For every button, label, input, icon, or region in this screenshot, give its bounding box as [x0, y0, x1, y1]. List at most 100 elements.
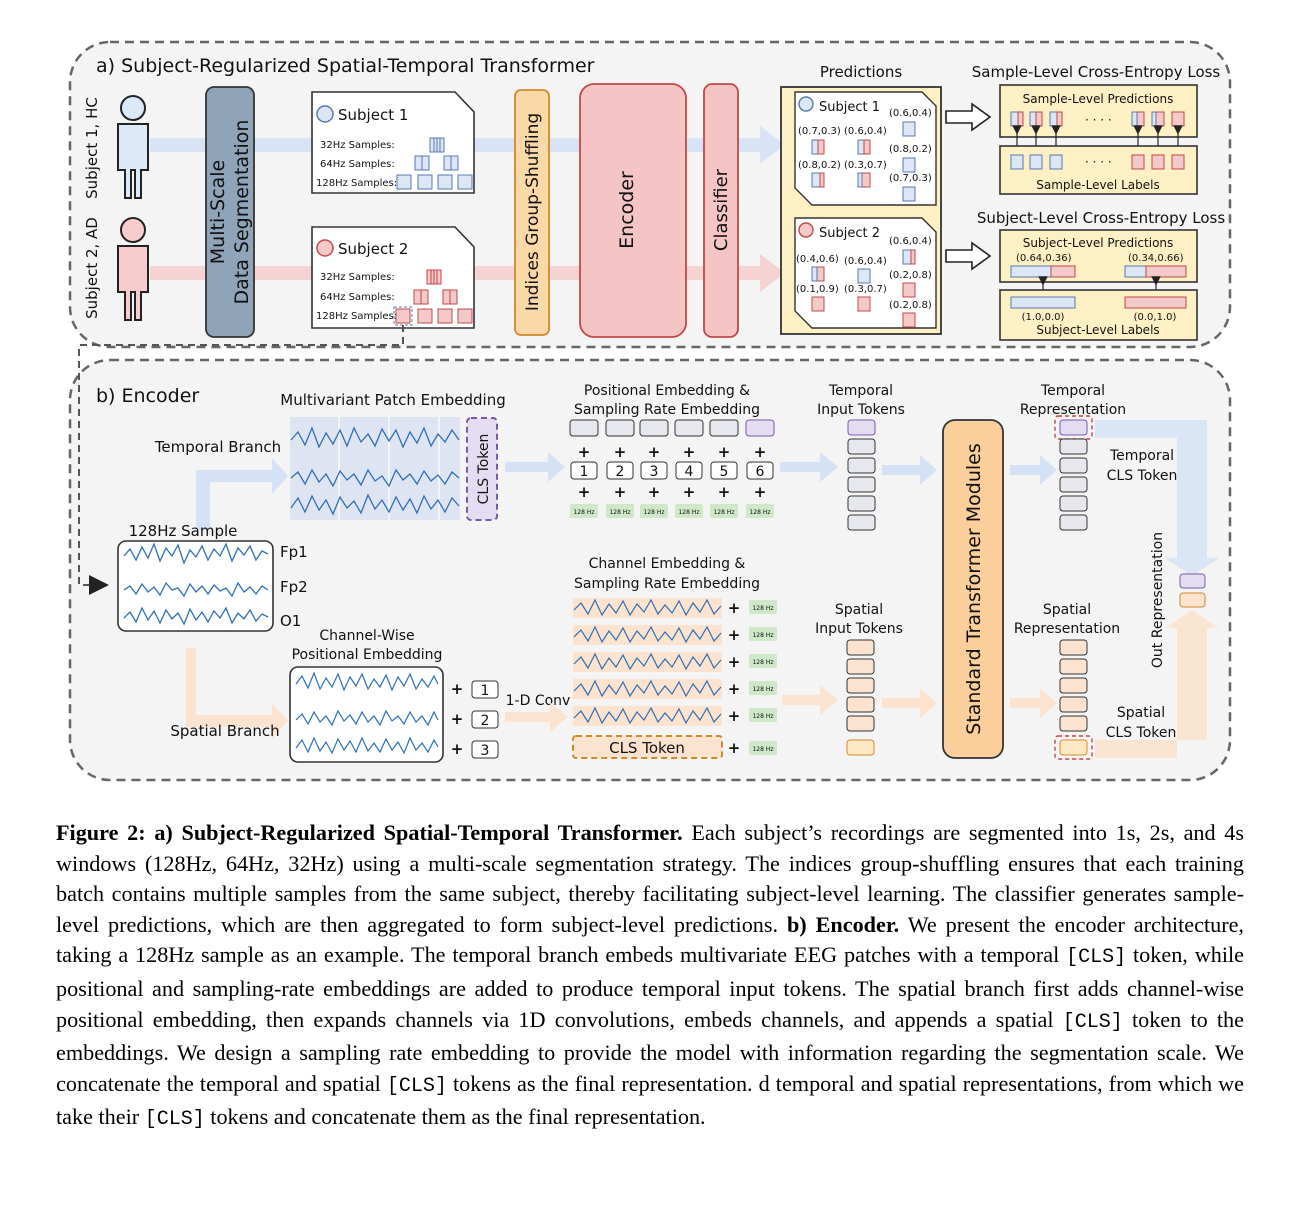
cls-token-spatial-label: CLS Token	[609, 739, 685, 757]
temporal-cls-label-1: Temporal	[1109, 448, 1174, 464]
doc2-128hz: 128Hz Samples:	[316, 311, 397, 322]
arrow-to-transformer-bottom	[882, 688, 937, 718]
rate-tag: 128 Hz	[752, 713, 773, 720]
caption-b-text-3: token to the embeddings. We design a sam…	[56, 1006, 1244, 1096]
pred-value: (0.3,0.7)	[844, 284, 887, 295]
doc1-128hz: 128Hz Samples:	[316, 178, 397, 189]
conv-label: 1-D Conv	[506, 693, 571, 709]
spatial-cls-label-2: CLS Token	[1106, 725, 1177, 741]
position-index: 5	[720, 464, 729, 480]
svg-text:+: +	[648, 483, 661, 501]
pred-value: (0.1,0.9)	[796, 284, 839, 295]
eeg-waveform	[123, 542, 269, 565]
temporal-cls-label-2: CLS Token	[1107, 468, 1178, 484]
user-icon	[316, 105, 334, 123]
pred-value: (0.7,0.3)	[798, 126, 841, 137]
pos-embedding-grid: ++++++ ++++++ 1 2 3 4 5 6 128 Hz 128 Hz …	[569, 419, 775, 518]
pos-emb-label-2: Sampling Rate Embedding	[574, 402, 760, 418]
caption-b-text-4: tokens as the final representation. d te…	[56, 1070, 1245, 1130]
out-representation-label: Out Representation	[1150, 532, 1166, 668]
classifier-label: Classifier	[711, 168, 732, 251]
pred-value: (0.3,0.7)	[844, 160, 887, 171]
channel-label: Fp2	[280, 578, 308, 596]
sample-loss-title: Sample-Level Cross-Entropy Loss	[972, 63, 1221, 81]
doc1-title: Subject 1	[338, 106, 408, 124]
channel-emb-label-1: Channel Embedding &	[589, 556, 746, 572]
svg-text:+: +	[578, 483, 591, 501]
temporal-input-label-1: Temporal	[828, 383, 893, 399]
rate-tag: 128 Hz	[752, 686, 773, 693]
pred-value: (0.2,0.8)	[889, 270, 932, 281]
subject2-side-label: Subject 2, AD	[83, 217, 101, 319]
spatial-cls-label-1: Spatial	[1117, 705, 1165, 721]
channel-pos-label-1: Channel-Wise	[319, 628, 414, 644]
out-token-temporal	[1179, 573, 1206, 589]
cls-token-temporal	[466, 417, 498, 521]
position-index: 3	[650, 464, 659, 480]
caption-b-text-5: tokens and concatenate them as the final…	[210, 1104, 706, 1130]
sample-labels-label: Sample-Level Labels	[1036, 178, 1159, 192]
svg-text:+: +	[728, 653, 741, 671]
cls-token-temporal-label: CLS Token	[476, 434, 492, 505]
channel-emb-label-2: Sampling Rate Embedding	[574, 576, 760, 592]
spatial-rep-label-1: Spatial	[1043, 602, 1091, 618]
caption-b-text-1: We present the encoder architecture, tak…	[56, 911, 1244, 968]
caption-cls-2: [CLS]	[1062, 1010, 1123, 1034]
subject-labels-label: Subject-Level Labels	[1036, 323, 1159, 337]
shuffling-label: Indices Group-Shuffling	[523, 113, 543, 311]
svg-text:+: +	[451, 680, 464, 698]
arrow-to-spatial-tokens	[782, 685, 838, 715]
svg-text:+: +	[718, 483, 731, 501]
out-arrow-spatial	[1095, 610, 1219, 758]
svg-text:+: +	[451, 740, 464, 758]
position-index: 2	[616, 464, 625, 480]
svg-text:+: +	[683, 483, 696, 501]
sample-label-cells: · · · ·	[1010, 154, 1185, 170]
channel-label: O1	[280, 612, 301, 630]
caption-a-text: Each subject’s recordings are segmented …	[56, 820, 1245, 937]
panel-a-title: a) Subject-Regularized Spatial-Temporal …	[96, 55, 595, 77]
sample-title: 128Hz Sample	[129, 522, 238, 540]
out-token-spatial	[1179, 592, 1206, 608]
channel-index: 1	[481, 683, 490, 699]
subject1-person-icon	[117, 95, 149, 199]
encoder-block	[579, 83, 687, 338]
prediction-card-subject2: Subject 2 (0.4,0.6) (0.6,0.4) (0.6,0.4) …	[794, 217, 937, 329]
channel-indices: +++	[451, 680, 464, 758]
figure-canvas: a) Subject-Regularized Spatial-Temporal …	[68, 40, 1232, 782]
arrow-to-transformer-top	[882, 455, 937, 485]
sample-link-dashed	[78, 325, 404, 595]
rate-tag: 128 Hz	[752, 605, 773, 612]
sample-predictions-label: Sample-Level Predictions	[1023, 92, 1174, 106]
shuffling-block	[514, 89, 550, 336]
subject2-person-icon	[117, 217, 149, 321]
rate-tag: 128 Hz	[678, 509, 699, 516]
spatial-branch-label: Spatial Branch	[170, 722, 279, 740]
pos-emb-label-1: Positional Embedding &	[584, 383, 750, 399]
svg-text:+: +	[728, 626, 741, 644]
subject-loss-title: Subject-Level Cross-Entropy Loss	[977, 209, 1226, 227]
pred-value: (0.7,0.3)	[889, 173, 932, 184]
eeg-waveform	[123, 581, 269, 598]
channel-pos-box	[289, 666, 444, 763]
temporal-rep-label-2: Representation	[1020, 402, 1126, 418]
patch-grid	[290, 417, 460, 520]
subject1-document: Subject 1 32Hz Samples: 64Hz Samples: 12…	[311, 91, 475, 194]
panel-b-title: b) Encoder	[96, 385, 199, 407]
arrow-to-temporal-tokens	[780, 452, 838, 482]
cls-token-spatial	[572, 735, 723, 759]
position-index: 6	[756, 464, 765, 480]
dots: · · · ·	[1085, 113, 1112, 127]
patch-embedding-label: Multivariant Patch Embedding	[280, 391, 505, 409]
spatial-branch-arrow	[186, 648, 288, 739]
rate-tag: 128 Hz	[752, 632, 773, 639]
svg-text:+: +	[728, 739, 741, 757]
rate-tag: 128 Hz	[749, 509, 770, 516]
segmentation-label-line1: Multi-Scale	[207, 160, 229, 264]
spatial-token-stack	[846, 639, 875, 756]
encoder-label: Encoder	[616, 171, 638, 249]
svg-text:+: +	[728, 707, 741, 725]
channel-embedding-rows: ++++++ 128 Hz 128 Hz 128 Hz 128 Hz 128 H…	[573, 598, 777, 757]
position-index: 4	[685, 464, 694, 480]
pred-value: (0.8,0.2)	[798, 160, 841, 171]
